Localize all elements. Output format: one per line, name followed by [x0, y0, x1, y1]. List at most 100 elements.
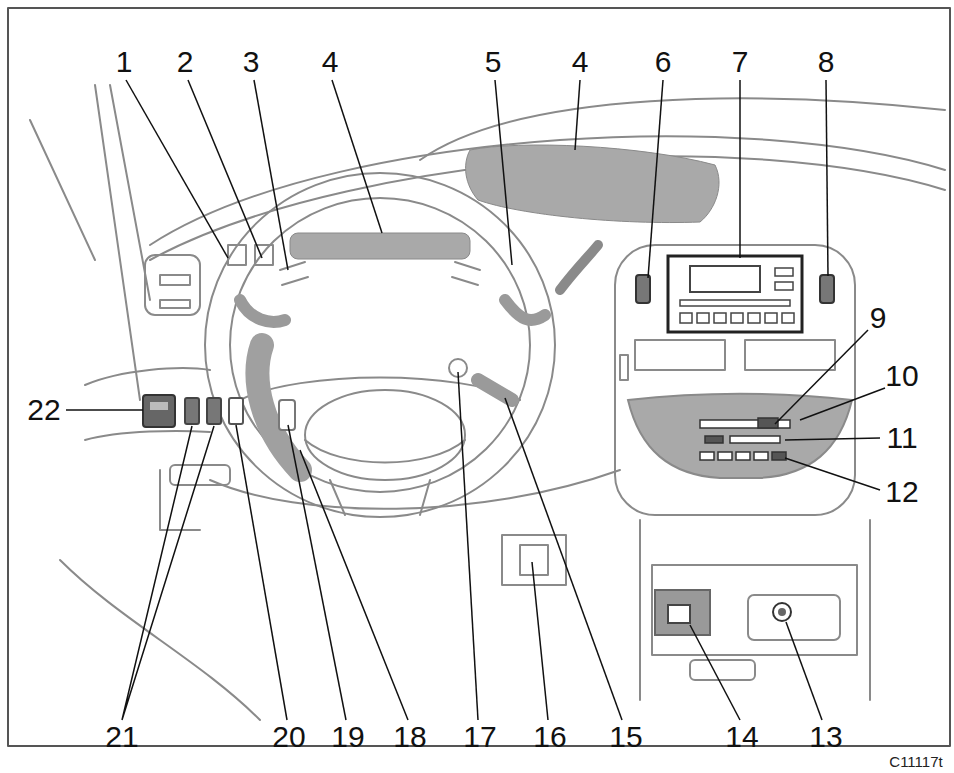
switch [229, 398, 243, 424]
mirror-switch [150, 402, 168, 410]
ashtray [655, 590, 710, 635]
tilt-lever [478, 380, 512, 400]
leader-line [66, 409, 143, 411]
callout-number: 22 [27, 395, 60, 425]
leader-line [254, 80, 288, 270]
air-vent [745, 340, 835, 370]
audio-button [765, 313, 777, 323]
leader-line [786, 622, 822, 720]
lever-marks [280, 262, 308, 285]
audio-button [775, 268, 793, 276]
callout-number: 20 [272, 722, 305, 752]
callout-number: 13 [809, 722, 842, 752]
switch [228, 245, 246, 265]
leader-lines [66, 80, 885, 720]
air-vent [160, 275, 190, 285]
climate-button [700, 452, 714, 460]
leader-line [126, 80, 228, 258]
audio-unit [668, 256, 802, 332]
climate-button [736, 452, 750, 460]
callout-number: 16 [533, 722, 566, 752]
door-line [60, 560, 260, 720]
leader-line [122, 426, 214, 720]
leader-line [458, 372, 478, 720]
air-vent [160, 300, 190, 308]
air-vent [635, 340, 725, 370]
leader-line [690, 625, 740, 720]
callout-number: 6 [655, 47, 672, 77]
console-panel [748, 595, 840, 640]
steering-spoke [240, 378, 520, 401]
lever-marks [452, 262, 480, 285]
callout-number: 1 [116, 47, 133, 77]
climate-controls [700, 418, 790, 460]
hazard-switch [636, 275, 650, 303]
switch [207, 398, 221, 424]
lower-panel [85, 368, 210, 385]
switch [279, 400, 295, 430]
climate-panel [628, 394, 852, 478]
climate-button [705, 436, 723, 443]
a-pillar [95, 85, 140, 400]
leader-line [236, 425, 287, 720]
audio-slot [680, 300, 790, 306]
console [640, 520, 870, 700]
callout-number: 9 [870, 303, 887, 333]
callout-number: 11 [886, 423, 917, 453]
leader-line [739, 80, 741, 258]
leader-line [648, 80, 663, 278]
switch [185, 398, 199, 424]
console-tray [690, 660, 755, 680]
callout-number: 21 [105, 722, 138, 752]
audio-button [731, 313, 743, 323]
mirror-switch [143, 395, 175, 427]
callout-number: 14 [725, 722, 758, 752]
passenger-airbag [466, 145, 719, 223]
lighter [778, 608, 786, 616]
figure-code: C11117t [889, 754, 942, 769]
shift-lever [560, 245, 598, 290]
audio-button [714, 313, 726, 323]
console-panel [652, 565, 857, 655]
audio-button [775, 282, 793, 290]
callout-number: 12 [885, 477, 918, 507]
leader-line [575, 80, 580, 150]
callout-number: 4 [322, 47, 339, 77]
light-lever [240, 300, 285, 322]
audio-button [680, 313, 692, 323]
steering-spoke [330, 480, 430, 515]
audio-buttons [680, 268, 794, 323]
dash-top [150, 136, 945, 245]
callout-number: 5 [485, 47, 502, 77]
callout-number: 15 [609, 722, 642, 752]
callout-number: 3 [243, 47, 260, 77]
callout-number: 7 [732, 47, 749, 77]
audio-button [748, 313, 760, 323]
steering-hub [305, 440, 465, 463]
a-pillar [30, 120, 95, 260]
dashboard-outline [8, 8, 950, 746]
air-vent [620, 355, 628, 380]
climate-button [754, 452, 768, 460]
callout-number: 10 [885, 361, 918, 391]
callout-number: 19 [331, 722, 364, 752]
climate-button [718, 452, 732, 460]
callout-number: 8 [818, 47, 835, 77]
leader-line [800, 388, 885, 420]
leader-line [188, 80, 262, 258]
gauge-cluster [290, 233, 470, 259]
figure-frame [8, 8, 950, 746]
audio-button [697, 313, 709, 323]
leader-line [300, 450, 408, 720]
shaded-parts [143, 145, 852, 635]
dash-lower [210, 470, 620, 509]
ashtray-lid [668, 605, 690, 623]
leader-line [505, 398, 622, 720]
callout-number: 17 [463, 722, 496, 752]
audio-display [690, 266, 760, 292]
air-vent [145, 255, 200, 315]
callout-number: 4 [572, 47, 589, 77]
